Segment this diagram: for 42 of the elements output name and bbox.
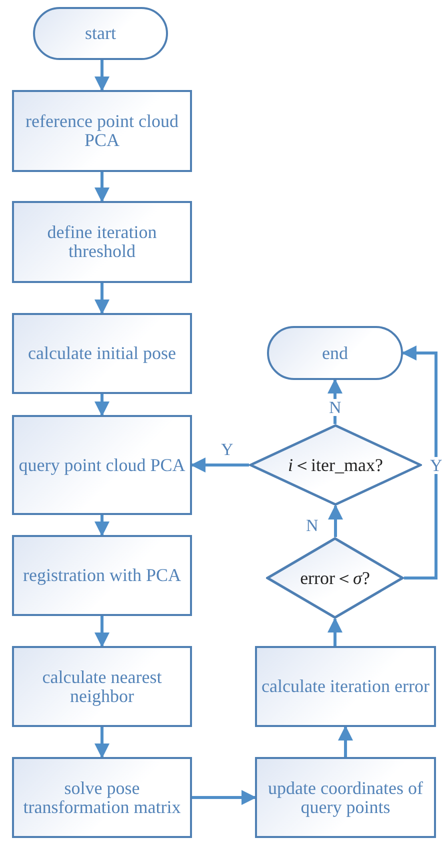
node-text: end (321, 344, 349, 362)
arrow (338, 726, 353, 757)
arrow (94, 60, 110, 92)
arrow (190, 458, 249, 472)
arrow (94, 515, 110, 536)
node-text: registration with PCA (22, 566, 182, 585)
arrow (94, 394, 110, 416)
edge-label: N (305, 516, 320, 534)
terminal-pill (33, 7, 168, 60)
node-text: define iteration threshold (46, 223, 158, 261)
arrow (94, 616, 110, 648)
arrow (402, 346, 438, 580)
process-box (12, 415, 192, 515)
node-text: i＜iter_max? (287, 456, 384, 474)
process-box (12, 90, 192, 172)
arrow (328, 504, 343, 537)
arrow (192, 790, 256, 805)
edge-label: N (328, 398, 342, 416)
process-box (12, 313, 192, 394)
process-box (255, 757, 436, 838)
node-text: query point cloud PCA (18, 456, 186, 474)
node-text: reference point cloud PCA (24, 112, 180, 150)
arrow (328, 378, 342, 424)
process-box (12, 201, 192, 283)
terminal-pill (267, 326, 403, 380)
arrow (94, 727, 110, 758)
arrow (94, 283, 110, 314)
process-box (12, 535, 192, 616)
process-box (12, 646, 192, 727)
arrow (328, 618, 342, 646)
node-text: start (84, 24, 117, 43)
arrow (94, 172, 110, 202)
edge-label: Y (429, 456, 442, 474)
process-box (12, 757, 192, 838)
node-text: calculate nearest neighbor (41, 668, 163, 706)
node-text: calculate iteration error (260, 677, 430, 696)
node-text: calculate initial pose (27, 344, 177, 363)
node-text: error＜σ? (299, 568, 371, 588)
edge-label: Y (220, 440, 234, 458)
process-box (255, 646, 436, 727)
node-text: update coordinates of query points (267, 778, 424, 816)
node-text: solve pose transformation matrix (22, 778, 182, 816)
